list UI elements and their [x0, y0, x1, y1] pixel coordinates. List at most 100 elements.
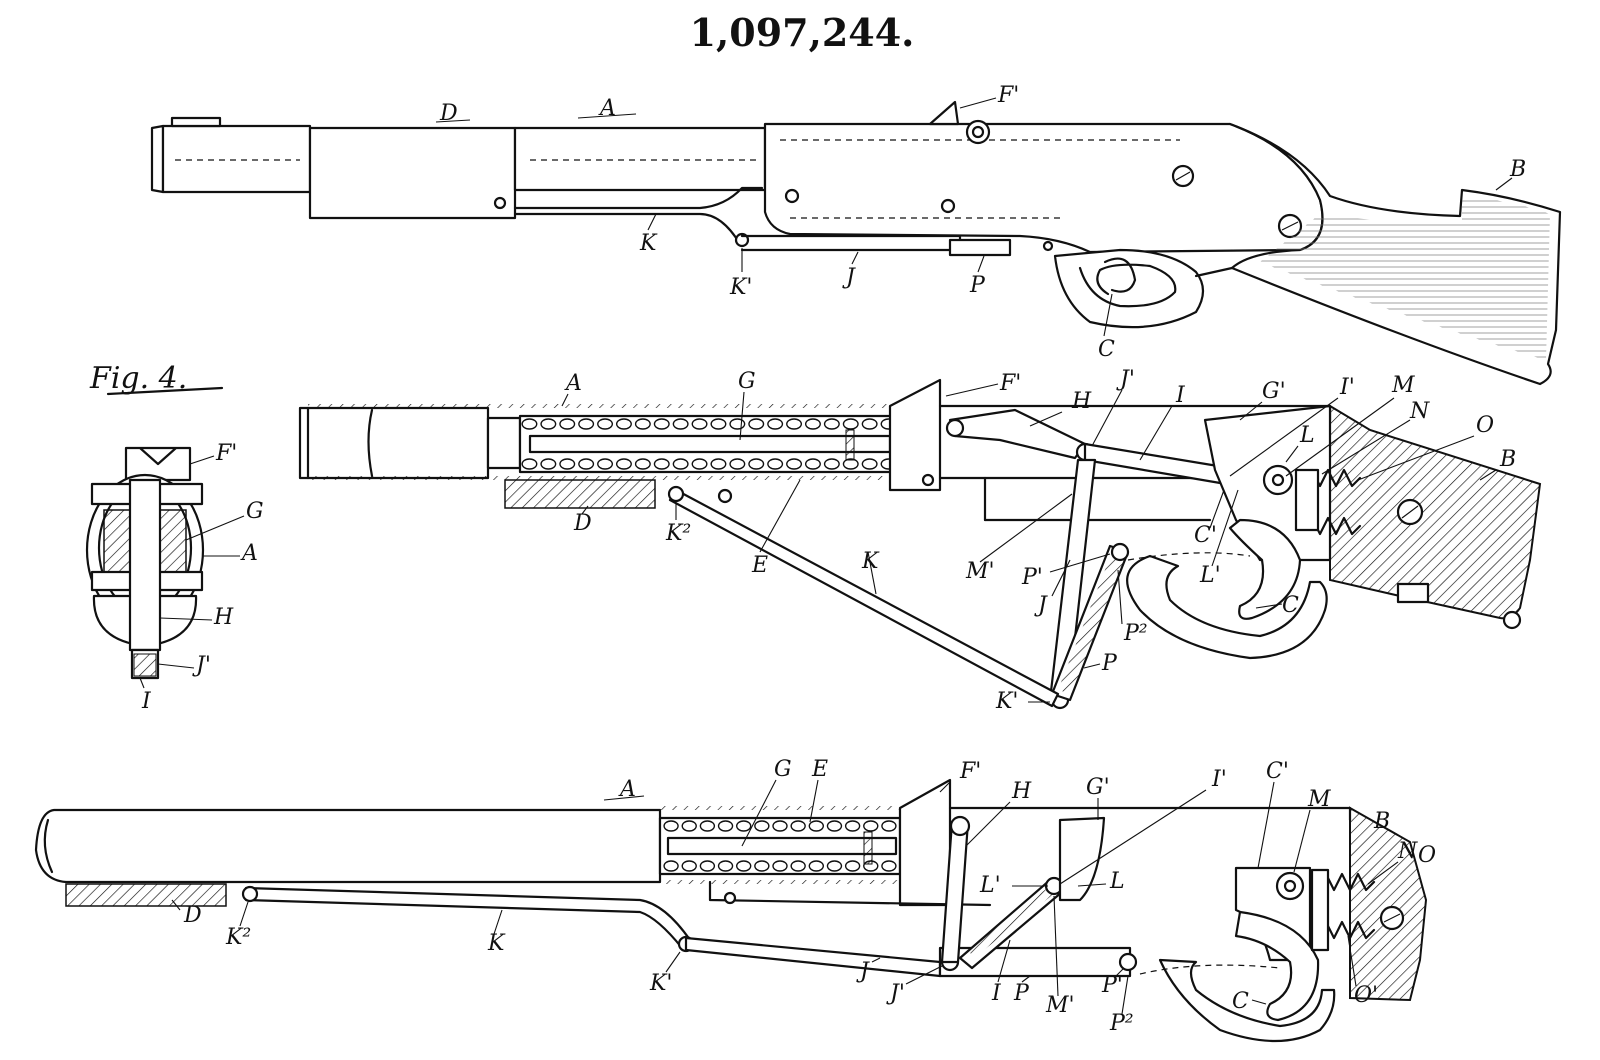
- label-k1-3: K': [649, 971, 672, 996]
- spring-coil: [772, 860, 788, 872]
- front-sight: [170, 116, 222, 128]
- spring-coil: [653, 458, 670, 470]
- figure-4-end-section: Fig. 4.: [85, 361, 224, 680]
- spring-coil: [597, 458, 614, 470]
- plunger: [486, 416, 522, 470]
- sleeve-d-section: [504, 479, 656, 509]
- spring-coil: [578, 418, 595, 430]
- spring-coil: [672, 458, 689, 470]
- label-d-2: D: [573, 511, 592, 536]
- label-k2-3: K²: [225, 925, 251, 950]
- label-n-3: N: [1397, 839, 1418, 864]
- trigger-guard: [1126, 554, 1328, 660]
- rear-sight-f1: [928, 100, 960, 126]
- pivot-m: [1262, 464, 1294, 496]
- label-n-2: N: [1409, 399, 1430, 424]
- part-p: [948, 238, 1012, 257]
- spring-coil: [597, 418, 614, 430]
- spring-coil: [634, 418, 651, 430]
- label-j-2: J: [1034, 593, 1048, 618]
- label-k-2: K: [861, 549, 880, 574]
- label-l-2: L: [1299, 423, 1315, 448]
- spring-coil: [808, 820, 824, 832]
- spring-coil: [790, 820, 806, 832]
- label-a-4: A: [240, 541, 258, 566]
- label-m-3: M: [1307, 787, 1331, 812]
- label-p1-3: P': [1101, 973, 1123, 998]
- label-k1-2: K': [995, 689, 1018, 714]
- spring-coil: [710, 458, 727, 470]
- pivot-k2: [667, 485, 685, 503]
- label-c1-3: C': [1266, 759, 1289, 784]
- stock-section-b: [1329, 404, 1542, 620]
- spring-coil: [540, 418, 557, 430]
- label-j-3: J: [856, 959, 870, 984]
- label-k-1: K: [639, 231, 658, 256]
- sight-block-f1: [888, 378, 942, 492]
- label-c-1: C: [1098, 337, 1115, 362]
- spring-coil: [754, 820, 770, 832]
- label-h-4: H: [213, 605, 234, 630]
- spring-coil: [790, 860, 806, 872]
- spring-coil: [767, 458, 784, 470]
- label-a-3: A: [618, 777, 636, 802]
- spring-coil: [844, 860, 861, 872]
- spring-coil: [615, 458, 632, 470]
- label-b-3: B: [1373, 809, 1390, 834]
- spring-coil: [663, 820, 679, 832]
- spring-coil: [717, 820, 734, 832]
- spring-coil: [634, 458, 651, 470]
- spring-coil: [710, 418, 727, 430]
- label-p2-3: P²: [1109, 1011, 1134, 1036]
- label-m-2: M: [1391, 373, 1415, 398]
- spring-coil: [842, 418, 859, 430]
- stock-section-fig3: [1349, 806, 1428, 1002]
- label-m1-2: M': [965, 559, 995, 584]
- spring-coil: [881, 860, 897, 872]
- label-g-4: G: [246, 499, 264, 524]
- label-k1-1: K': [729, 275, 752, 300]
- spring-coil: [826, 860, 843, 872]
- label-f1-4: F': [215, 441, 237, 466]
- label-p-3: P: [1013, 981, 1030, 1006]
- figure-3-open-section: [34, 778, 1428, 1043]
- label-j-1: J: [842, 265, 856, 290]
- label-a-2: A: [564, 371, 582, 396]
- label-d-3: D: [183, 903, 202, 928]
- spring-coil: [681, 820, 697, 832]
- spring-coil: [804, 418, 821, 430]
- spring-coil: [861, 458, 878, 470]
- spring-coil: [736, 820, 752, 832]
- label-a-1: A: [598, 96, 616, 121]
- label-c1-2: C': [1194, 523, 1217, 548]
- label-b-1: B: [1509, 157, 1526, 182]
- label-p2-2: P²: [1123, 621, 1148, 646]
- label-i1-2: I': [1339, 375, 1355, 400]
- label-i1-3: I': [1211, 767, 1227, 792]
- spring-coil: [767, 418, 784, 430]
- spring-coil: [681, 860, 697, 872]
- pivot-m-fig3: [1275, 871, 1305, 901]
- label-p-1: P: [969, 273, 986, 298]
- reference-labels: D A F' B K K' J P C A G F' J' H I G' I' …: [139, 83, 1526, 1036]
- label-o-3: O: [1418, 843, 1436, 868]
- spring-coil: [808, 860, 824, 872]
- label-f1-1: F': [997, 83, 1019, 108]
- link-j-fig3: [684, 936, 942, 978]
- label-l1-3: L': [979, 873, 1001, 898]
- label-o-2: O: [1476, 413, 1494, 438]
- spring-coil: [804, 458, 821, 470]
- label-g1-3: G': [1086, 775, 1110, 800]
- spring-coil: [540, 458, 557, 470]
- barrel-fig3: [34, 808, 662, 884]
- spring-coil: [754, 860, 770, 872]
- figure-1-exterior-view: [150, 100, 1562, 386]
- spring-coil: [736, 860, 752, 872]
- patent-number: 1,097,244.: [690, 10, 915, 55]
- rod-k: [668, 488, 1060, 708]
- trigger-c: [1228, 518, 1302, 620]
- spring-coil: [748, 458, 765, 470]
- label-h-2: H: [1071, 389, 1092, 414]
- end-link-h: [128, 478, 162, 652]
